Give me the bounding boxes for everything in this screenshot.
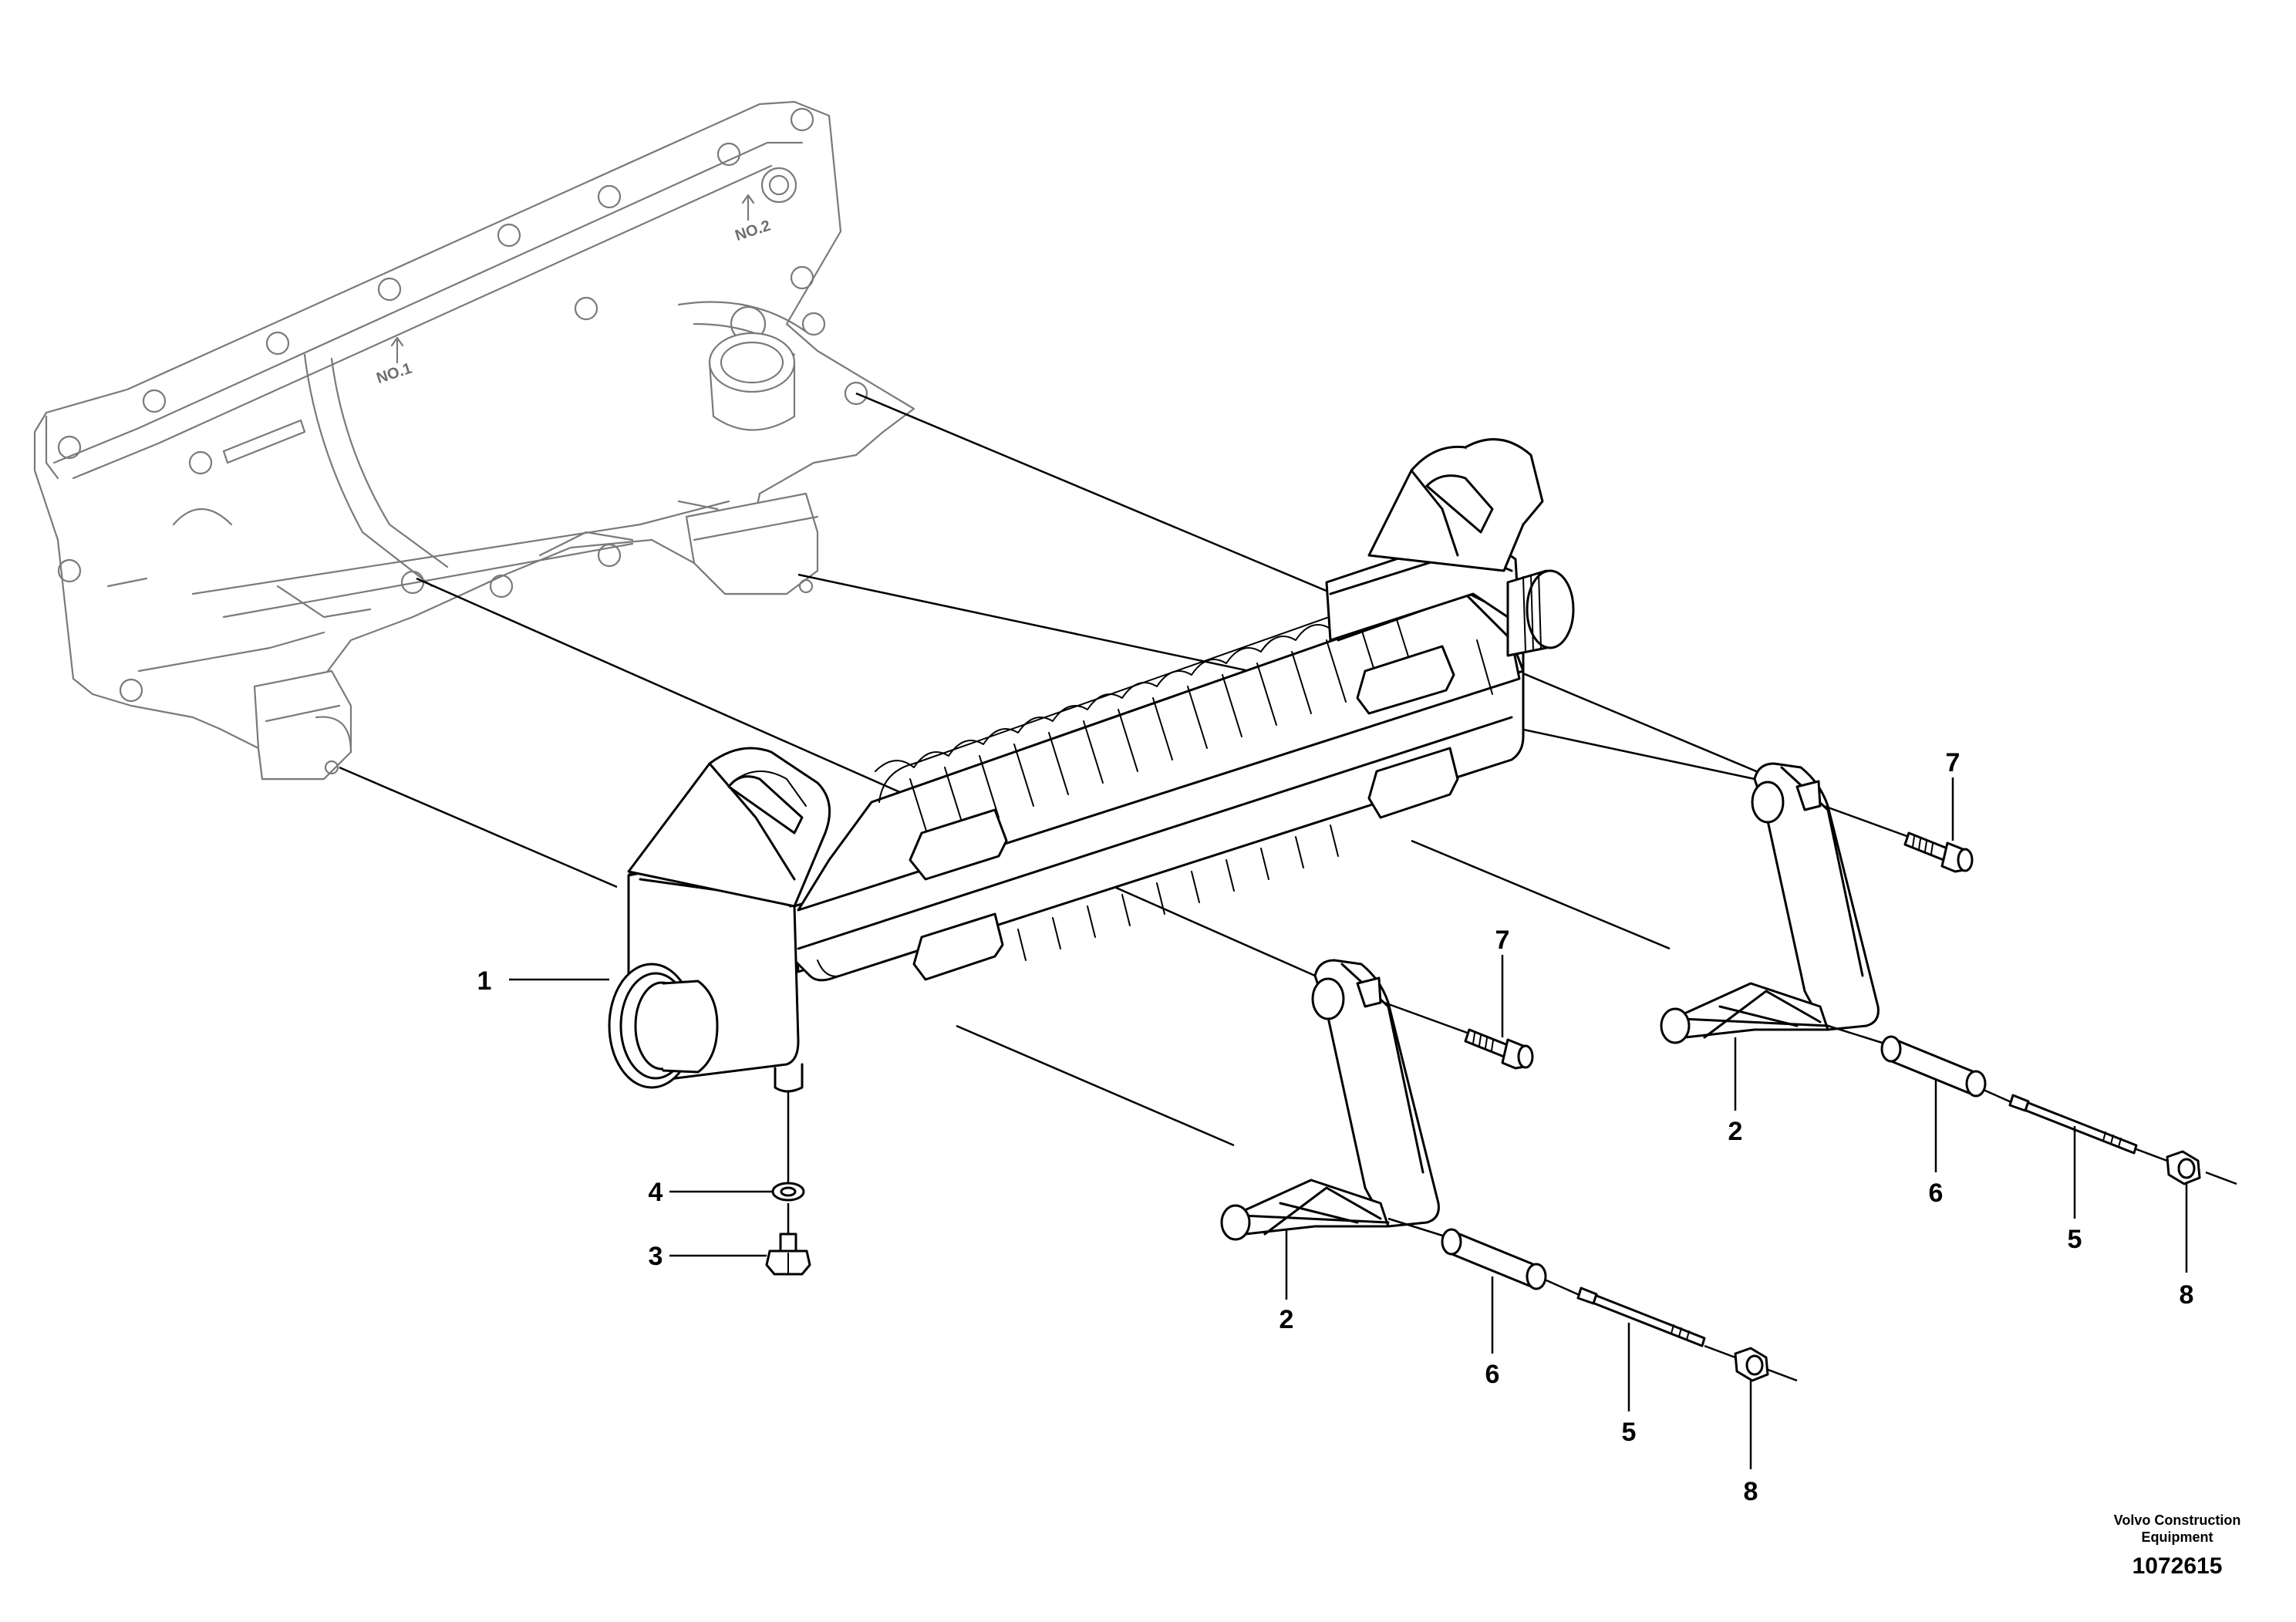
cooler-fins bbox=[875, 555, 1505, 841]
callout-7-left: 7 bbox=[1495, 926, 1510, 955]
callout-6-left: 6 bbox=[1485, 1360, 1500, 1389]
callout-6-right: 6 bbox=[1929, 1179, 1944, 1208]
stud-item5-a bbox=[1576, 1286, 1706, 1347]
clamp-bracket-a bbox=[1220, 959, 1440, 1241]
washer-item4 bbox=[771, 1182, 805, 1202]
egr-cooler bbox=[608, 438, 1575, 1093]
callout-4: 4 bbox=[649, 1178, 663, 1207]
cooler-lower-ribs bbox=[1017, 824, 1339, 961]
engine-housing: NO.1 NO.2 bbox=[33, 100, 915, 781]
bolt-item7-b bbox=[1903, 831, 1974, 873]
callout-leaders bbox=[509, 777, 2188, 1469]
callout-8-left: 8 bbox=[1744, 1477, 1758, 1506]
outlet-threads bbox=[1522, 572, 1542, 653]
footer-credit: Volvo Construction Equipment 1072615 bbox=[2114, 1512, 2241, 1579]
callout-3: 3 bbox=[649, 1242, 663, 1271]
nut-item8-b bbox=[2166, 1150, 2201, 1185]
callout-7-right: 7 bbox=[1946, 748, 1961, 777]
illustration-reference-number: 1072615 bbox=[2132, 1553, 2223, 1579]
bolt-item7-a bbox=[1464, 1028, 1534, 1070]
callout-8-right: 8 bbox=[2180, 1280, 2194, 1310]
housing-bolt-holes bbox=[57, 107, 868, 703]
spacer-item6-a bbox=[1441, 1228, 1547, 1290]
callout-2-left: 2 bbox=[1279, 1305, 1294, 1334]
plug-item3 bbox=[765, 1233, 811, 1276]
company-name-line1: Volvo Construction bbox=[2114, 1512, 2241, 1528]
clamp-bracket-b bbox=[1660, 762, 1880, 1044]
callout-1: 1 bbox=[477, 966, 492, 996]
company-name-line2: Equipment bbox=[2142, 1529, 2213, 1545]
callout-5-left: 5 bbox=[1622, 1418, 1637, 1447]
spacer-item6-b bbox=[1880, 1035, 1987, 1098]
callout-5-right: 5 bbox=[2068, 1225, 2082, 1254]
callout-2-right: 2 bbox=[1728, 1117, 1743, 1146]
stud-item5-b bbox=[2008, 1094, 2138, 1155]
callout-numbers: 1 2 2 3 4 5 5 6 6 7 7 8 8 bbox=[477, 748, 2194, 1506]
nut-item8-a bbox=[1734, 1347, 1769, 1382]
